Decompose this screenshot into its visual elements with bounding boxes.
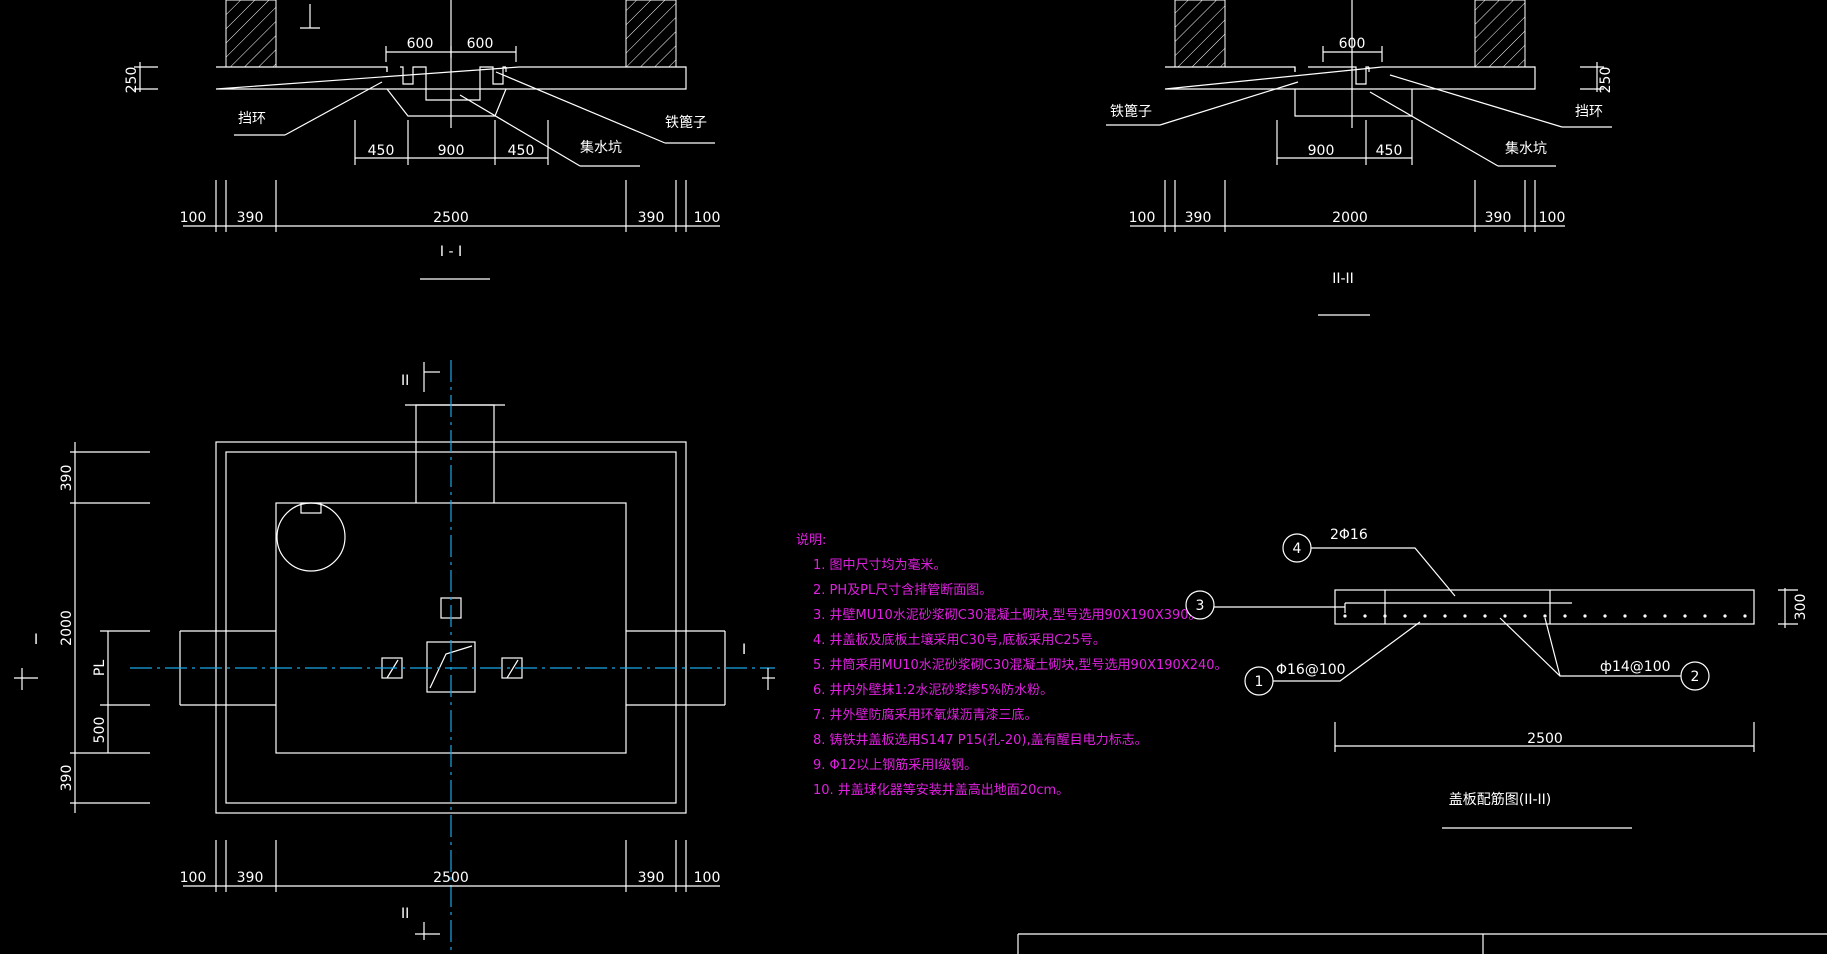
plan-bottom-dim-5: 100	[694, 870, 721, 886]
note-item: 7. 井外壁防腐采用环氧煤沥青漆三底。	[813, 708, 1038, 723]
plan-neck	[415, 404, 495, 503]
plan-pl-label: PL	[92, 660, 108, 676]
note-item: 1. 图中尺寸均为毫米。	[813, 558, 947, 573]
s1-top-dim-1: 600	[407, 36, 434, 52]
base-slab-2	[1164, 66, 1536, 90]
s1-sub-dim-2: 900	[438, 143, 465, 159]
note-item: 10. 井盖球化器等安装井盖高出地面20cm。	[813, 783, 1070, 798]
s2-label-sump: 集水坑	[1505, 140, 1547, 157]
notes-title: 说明:	[796, 533, 827, 548]
s2-label-ring: 挡环	[1575, 104, 1603, 120]
callout-3: 3	[1185, 590, 1345, 620]
callout-2: 2 ф14@100	[1499, 617, 1710, 691]
title-block	[1017, 933, 1827, 954]
rebar-dots	[1343, 614, 1747, 618]
s1-section-title: I - I	[440, 244, 462, 260]
note-item: 3. 井壁MU10水泥砂浆砌C30混凝土砌块,型号选用90X190X390。	[813, 608, 1202, 623]
plan-left-dim-1: 390	[59, 465, 75, 492]
s2-bottom-dim-3: 2000	[1332, 210, 1368, 226]
s1-bottom-dim-4: 390	[638, 210, 665, 226]
s2-bottom-dim-5: 100	[1539, 210, 1566, 226]
cover-plate-drawing: 300 2500 盖板配筋图(II-II) 4 2Φ16 3 1 Φ16@100…	[1185, 527, 1809, 829]
note-item: 9. Φ12以上钢筋采用Ⅰ级钢。	[813, 758, 978, 773]
s2-section-title: II-II	[1332, 271, 1354, 287]
s1-label-ring: 挡环	[238, 111, 266, 127]
plan-bottom-dim-1: 100	[180, 870, 207, 886]
wall-hatch-left-2	[1174, 0, 1226, 68]
callout-4: 4 2Φ16	[1282, 527, 1456, 597]
s2-sub-dim-1: 900	[1308, 143, 1335, 159]
note-item: 2. PH及PL尺寸含排管断面图。	[813, 583, 993, 598]
callout-1: 1 Φ16@100	[1244, 621, 1421, 696]
cover-plate-section	[1334, 589, 1755, 625]
rebar-top-label: 2Φ16	[1330, 527, 1368, 543]
plan-view: II I I II 390 2000 PL 500 390 100 390 25…	[14, 360, 775, 954]
wall-hatch-left	[225, 0, 277, 68]
section-mark-right: I	[742, 642, 746, 658]
plan-left-dim-4: 390	[59, 765, 75, 792]
section-mark-top: II	[401, 373, 409, 389]
s2-bottom-dim-4: 390	[1485, 210, 1512, 226]
cover-plate-title: 盖板配筋图(II-II)	[1449, 791, 1552, 808]
svg-text:1: 1	[1255, 674, 1264, 690]
plan-left-dim-2: 2000	[59, 610, 75, 646]
s1-sub-dim-3: 450	[508, 143, 535, 159]
s1-label-sump: 集水坑	[580, 139, 622, 156]
cover-plate-thickness: 300	[1793, 594, 1809, 621]
plan-bottom-dim-4: 390	[638, 870, 665, 886]
s2-label-rungs: 铁篦子	[1110, 104, 1152, 120]
s2-depth-dim: 250	[1598, 67, 1614, 94]
s1-bottom-dim-1: 100	[180, 210, 207, 226]
s2-bottom-dim-2: 390	[1185, 210, 1212, 226]
design-notes: 说明: 1. 图中尺寸均为毫米。 2. PH及PL尺寸含排管断面图。 3. 井壁…	[796, 528, 1228, 803]
note-item: 4. 井盖板及底板土壤采用C30号,底板采用C25号。	[813, 633, 1106, 648]
s1-bottom-dim-3: 2500	[433, 210, 469, 226]
svg-text:2: 2	[1691, 669, 1700, 685]
rebar-bottom-right-label: ф14@100	[1600, 659, 1671, 675]
wall-hatch-right-2	[1474, 0, 1526, 68]
note-item: 6. 井内外壁抹1:2水泥砂浆掺5%防水粉。	[813, 683, 1054, 698]
cover-plate-length: 2500	[1527, 731, 1563, 747]
s2-bottom-dim-1: 100	[1129, 210, 1156, 226]
s1-sub-dim-1: 450	[368, 143, 395, 159]
sump-pit-2	[1294, 89, 1413, 117]
s1-bottom-dim-2: 390	[237, 210, 264, 226]
s1-bottom-dim-5: 100	[694, 210, 721, 226]
svg-text:4: 4	[1293, 541, 1302, 557]
rebar-bottom-left-label: Φ16@100	[1276, 662, 1346, 678]
s1-depth-dim: 250	[124, 67, 140, 94]
s2-top-dim-1: 600	[1339, 36, 1366, 52]
section-1-drawing: 600 600 250 挡环 铁篦子 集水坑 450 900 450 100 3…	[124, 0, 721, 280]
plan-bottom-dim-2: 390	[237, 870, 264, 886]
s2-sub-dim-2: 450	[1376, 143, 1403, 159]
wall-hatch-right	[625, 0, 677, 68]
note-item: 8. 铸铁井盖板选用S147 P15(孔-20),盖有醒目电力标志。	[813, 733, 1148, 748]
section-mark-left: I	[34, 632, 38, 648]
plan-left-dim-3: 500	[92, 717, 108, 744]
s1-top-dim-2: 600	[467, 36, 494, 52]
note-item: 5. 井筒采用MU10水泥砂浆砌C30混凝土砌块,型号选用90X190X240。	[813, 658, 1228, 673]
plan-bottom-dim-3: 2500	[433, 870, 469, 886]
section-mark-bottom: II	[401, 906, 409, 922]
svg-text:3: 3	[1196, 598, 1205, 614]
s1-label-rungs: 铁篦子	[665, 115, 707, 131]
section-2-drawing: 600 250 铁篦子 挡环 集水坑 900 450 100 390 2000 …	[1106, 0, 1614, 316]
